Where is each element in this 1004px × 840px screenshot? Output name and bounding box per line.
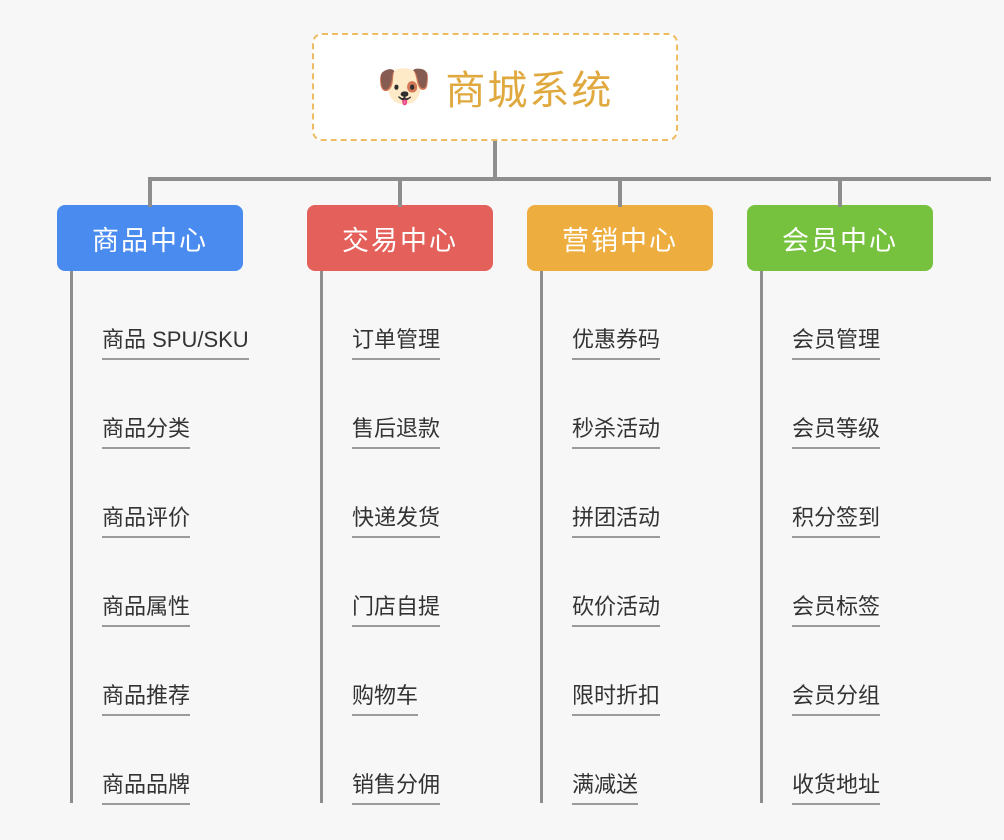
leaf-list-member-center: 会员管理会员等级积分签到会员标签会员分组收货地址 <box>760 271 933 805</box>
connector-trunk-marketing-center <box>540 271 543 803</box>
category-title: 交易中心 <box>342 225 458 256</box>
leaf-item-label: 订单管理 <box>352 328 441 360</box>
leaf-item-label: 拼团活动 <box>572 506 661 538</box>
connector-drop-member-center <box>838 177 842 207</box>
leaf-list-marketing-center: 优惠券码秒杀活动拼团活动砍价活动限时折扣满减送 <box>540 271 713 805</box>
category-header-marketing-center[interactable]: 营销中心 <box>527 205 713 271</box>
leaf-item[interactable]: 会员标签 <box>760 538 933 627</box>
leaf-item[interactable]: 商品评价 <box>70 449 243 538</box>
column-marketing-center: 营销中心优惠券码秒杀活动拼团活动砍价活动限时折扣满减送 <box>527 205 713 805</box>
connector-drop-marketing-center <box>618 177 622 207</box>
leaf-item[interactable]: 限时折扣 <box>540 627 713 716</box>
leaf-item-label: 快递发货 <box>352 506 441 538</box>
leaf-item[interactable]: 快递发货 <box>320 449 493 538</box>
connector-drop-product-center <box>148 177 152 207</box>
category-title: 营销中心 <box>562 225 678 256</box>
root-node[interactable]: 🐶 商城系统 <box>312 33 678 141</box>
leaf-item[interactable]: 商品属性 <box>70 538 243 627</box>
leaf-item-label: 会员管理 <box>792 328 881 360</box>
connector-root-stem <box>493 141 497 179</box>
leaf-item-label: 商品分类 <box>102 417 191 449</box>
leaf-list-product-center: 商品 SPU/SKU 商品分类商品评价商品属性商品推荐商品品牌 <box>70 271 249 805</box>
leaf-item-label: 会员标签 <box>792 595 881 627</box>
leaf-item[interactable]: 商品推荐 <box>70 627 243 716</box>
leaf-item[interactable]: 销售分佣 <box>320 716 493 805</box>
leaf-item[interactable]: 满减送 <box>540 716 713 805</box>
leaf-item-label: 满减送 <box>572 773 639 805</box>
leaf-list-trade-center: 订单管理售后退款快递发货门店自提购物车销售分佣 <box>320 271 493 805</box>
leaf-item[interactable]: 订单管理 <box>320 271 493 360</box>
leaf-item[interactable]: 门店自提 <box>320 538 493 627</box>
leaf-item[interactable]: 优惠券码 <box>540 271 713 360</box>
leaf-item[interactable]: 商品分类 <box>70 360 243 449</box>
leaf-item[interactable]: 商品品牌 <box>70 716 243 805</box>
category-title: 会员中心 <box>782 225 898 256</box>
leaf-item[interactable]: 秒杀活动 <box>540 360 713 449</box>
leaf-item-label: 收货地址 <box>792 773 881 805</box>
leaf-item-label: 商品属性 <box>102 595 191 627</box>
leaf-item[interactable]: 会员等级 <box>760 360 933 449</box>
leaf-item-label: 秒杀活动 <box>572 417 661 449</box>
leaf-item[interactable]: 砍价活动 <box>540 538 713 627</box>
leaf-item-label: 会员分组 <box>792 684 881 716</box>
leaf-item[interactable]: 积分签到 <box>760 449 933 538</box>
leaf-item[interactable]: 商品 SPU/SKU <box>70 271 249 360</box>
category-header-member-center[interactable]: 会员中心 <box>747 205 933 271</box>
leaf-item[interactable]: 售后退款 <box>320 360 493 449</box>
connector-trunk-trade-center <box>320 271 323 803</box>
leaf-item-label: 优惠券码 <box>572 328 661 360</box>
column-trade-center: 交易中心订单管理售后退款快递发货门店自提购物车销售分佣 <box>307 205 493 805</box>
dog-face-icon: 🐶 <box>376 62 432 111</box>
leaf-item-label: 售后退款 <box>352 417 441 449</box>
column-product-center: 商品中心商品 SPU/SKU 商品分类商品评价商品属性商品推荐商品品牌 <box>57 205 249 805</box>
leaf-item-label: 积分签到 <box>792 506 881 538</box>
leaf-item-label: 商品 SPU/SKU <box>102 328 249 360</box>
category-title: 商品中心 <box>92 225 208 256</box>
leaf-item[interactable]: 会员分组 <box>760 627 933 716</box>
leaf-item-label: 会员等级 <box>792 417 881 449</box>
connector-drop-trade-center <box>398 177 402 207</box>
leaf-item[interactable]: 购物车 <box>320 627 493 716</box>
leaf-item-label: 限时折扣 <box>572 684 661 716</box>
root-title: 商城系统 <box>445 69 614 113</box>
leaf-item-label: 门店自提 <box>352 595 441 627</box>
column-member-center: 会员中心会员管理会员等级积分签到会员标签会员分组收货地址 <box>747 205 933 805</box>
connector-horizontal-bus <box>149 177 991 181</box>
leaf-item-label: 购物车 <box>352 684 419 716</box>
leaf-item-label: 销售分佣 <box>352 773 441 805</box>
leaf-item-label: 商品评价 <box>102 506 191 538</box>
leaf-item-label: 商品推荐 <box>102 684 191 716</box>
leaf-item-label: 商品品牌 <box>102 773 191 805</box>
leaf-item-label: 砍价活动 <box>572 595 661 627</box>
category-header-trade-center[interactable]: 交易中心 <box>307 205 493 271</box>
leaf-item[interactable]: 收货地址 <box>760 716 933 805</box>
leaf-item[interactable]: 拼团活动 <box>540 449 713 538</box>
connector-trunk-product-center <box>70 271 73 803</box>
leaf-item[interactable]: 会员管理 <box>760 271 933 360</box>
category-header-product-center[interactable]: 商品中心 <box>57 205 243 271</box>
connector-trunk-member-center <box>760 271 763 803</box>
